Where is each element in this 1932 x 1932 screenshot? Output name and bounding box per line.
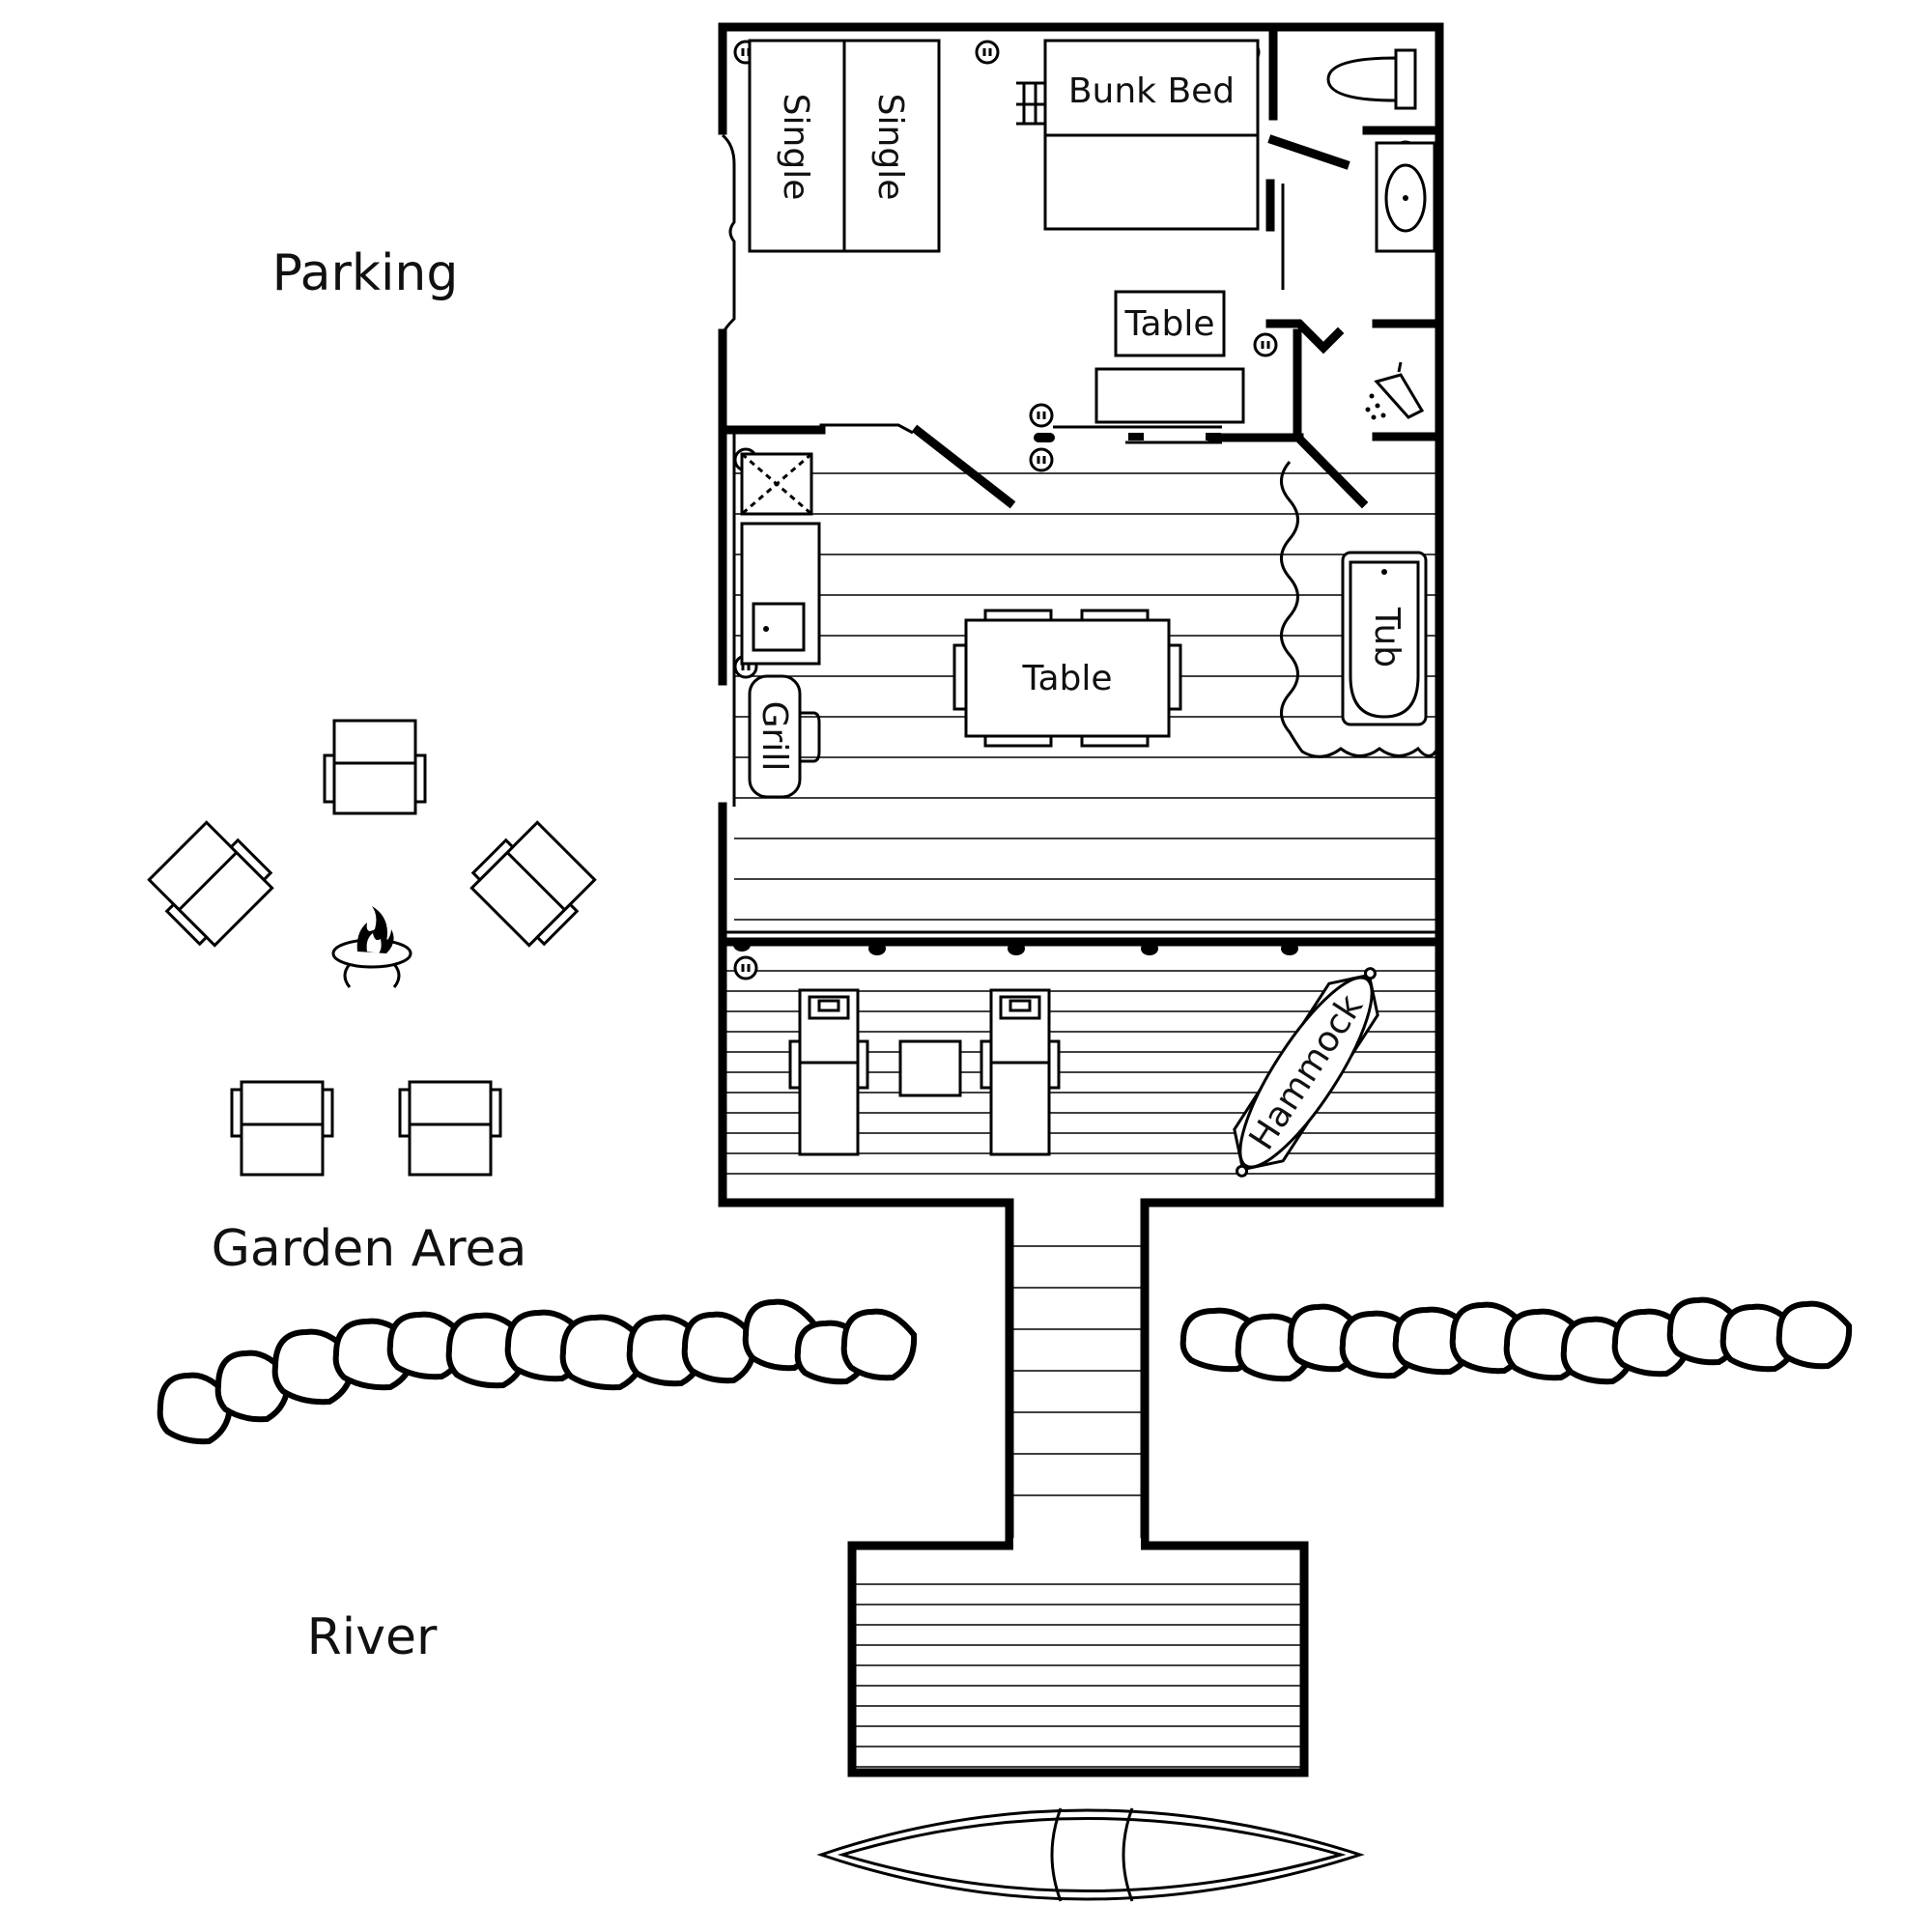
stone-icon <box>214 1350 292 1423</box>
lounge-chair-icon-2 <box>980 988 1061 1156</box>
outlet-icon <box>1029 403 1054 428</box>
fire-pit-icon <box>331 906 412 988</box>
dock-planks <box>856 1583 1300 1768</box>
stone-icon <box>840 1308 918 1381</box>
outlet-icon <box>1029 447 1054 472</box>
lounge-chair-icon <box>788 988 869 1156</box>
single-bed-label-1: Single <box>776 94 815 201</box>
cabin-walls <box>718 22 1444 1777</box>
outlet-icon <box>1253 332 1278 357</box>
stone-icon <box>156 1372 234 1445</box>
armchair-icon-top <box>323 719 427 815</box>
stone-icon-row-left <box>156 1298 918 1445</box>
outlet-icon <box>733 955 758 980</box>
armchair-icon-left <box>147 820 274 948</box>
bedroom-table: Table <box>1034 290 1245 444</box>
stone-icon <box>271 1328 356 1406</box>
garden-area-label: Garden Area <box>212 1220 527 1278</box>
kitchen-counter <box>740 522 821 666</box>
sink-icon <box>1375 141 1436 253</box>
grill: Grill <box>748 674 821 799</box>
outlet-icon <box>975 40 1000 65</box>
side-table <box>898 1039 962 1097</box>
river-label: River <box>307 1608 438 1666</box>
single-bed-label-2: Single <box>870 94 910 201</box>
tub: Tub <box>1280 461 1439 758</box>
parking-label: Parking <box>272 244 459 302</box>
single-beds: Single Single <box>748 39 941 253</box>
ladder-icon <box>1016 81 1045 126</box>
stone-icon <box>681 1311 758 1384</box>
dining-table: Table <box>952 609 1182 748</box>
bunk-bed-label: Bunk Bed <box>1068 71 1235 111</box>
dining-table-label: Table <box>1021 659 1112 698</box>
pantry-box <box>740 452 813 516</box>
stone-icon-row-right <box>1179 1296 1853 1385</box>
stone-icon <box>1776 1300 1853 1370</box>
deck-posts <box>733 938 1298 955</box>
walkway-planks <box>1013 1245 1141 1496</box>
armchair-icon-right <box>469 820 597 948</box>
armchair-icon-bottom-right <box>398 1080 502 1177</box>
canoe-icon <box>816 1807 1365 1902</box>
tub-label: Tub <box>1367 607 1406 668</box>
armchair-icon-bottom-left <box>230 1080 334 1177</box>
toilet-icon <box>1326 48 1417 110</box>
bunk-bed: Bunk Bed <box>1043 39 1260 231</box>
grill-label: Grill <box>754 701 794 772</box>
shower-icon <box>1365 361 1425 420</box>
bedroom-table-label: Table <box>1123 304 1214 344</box>
